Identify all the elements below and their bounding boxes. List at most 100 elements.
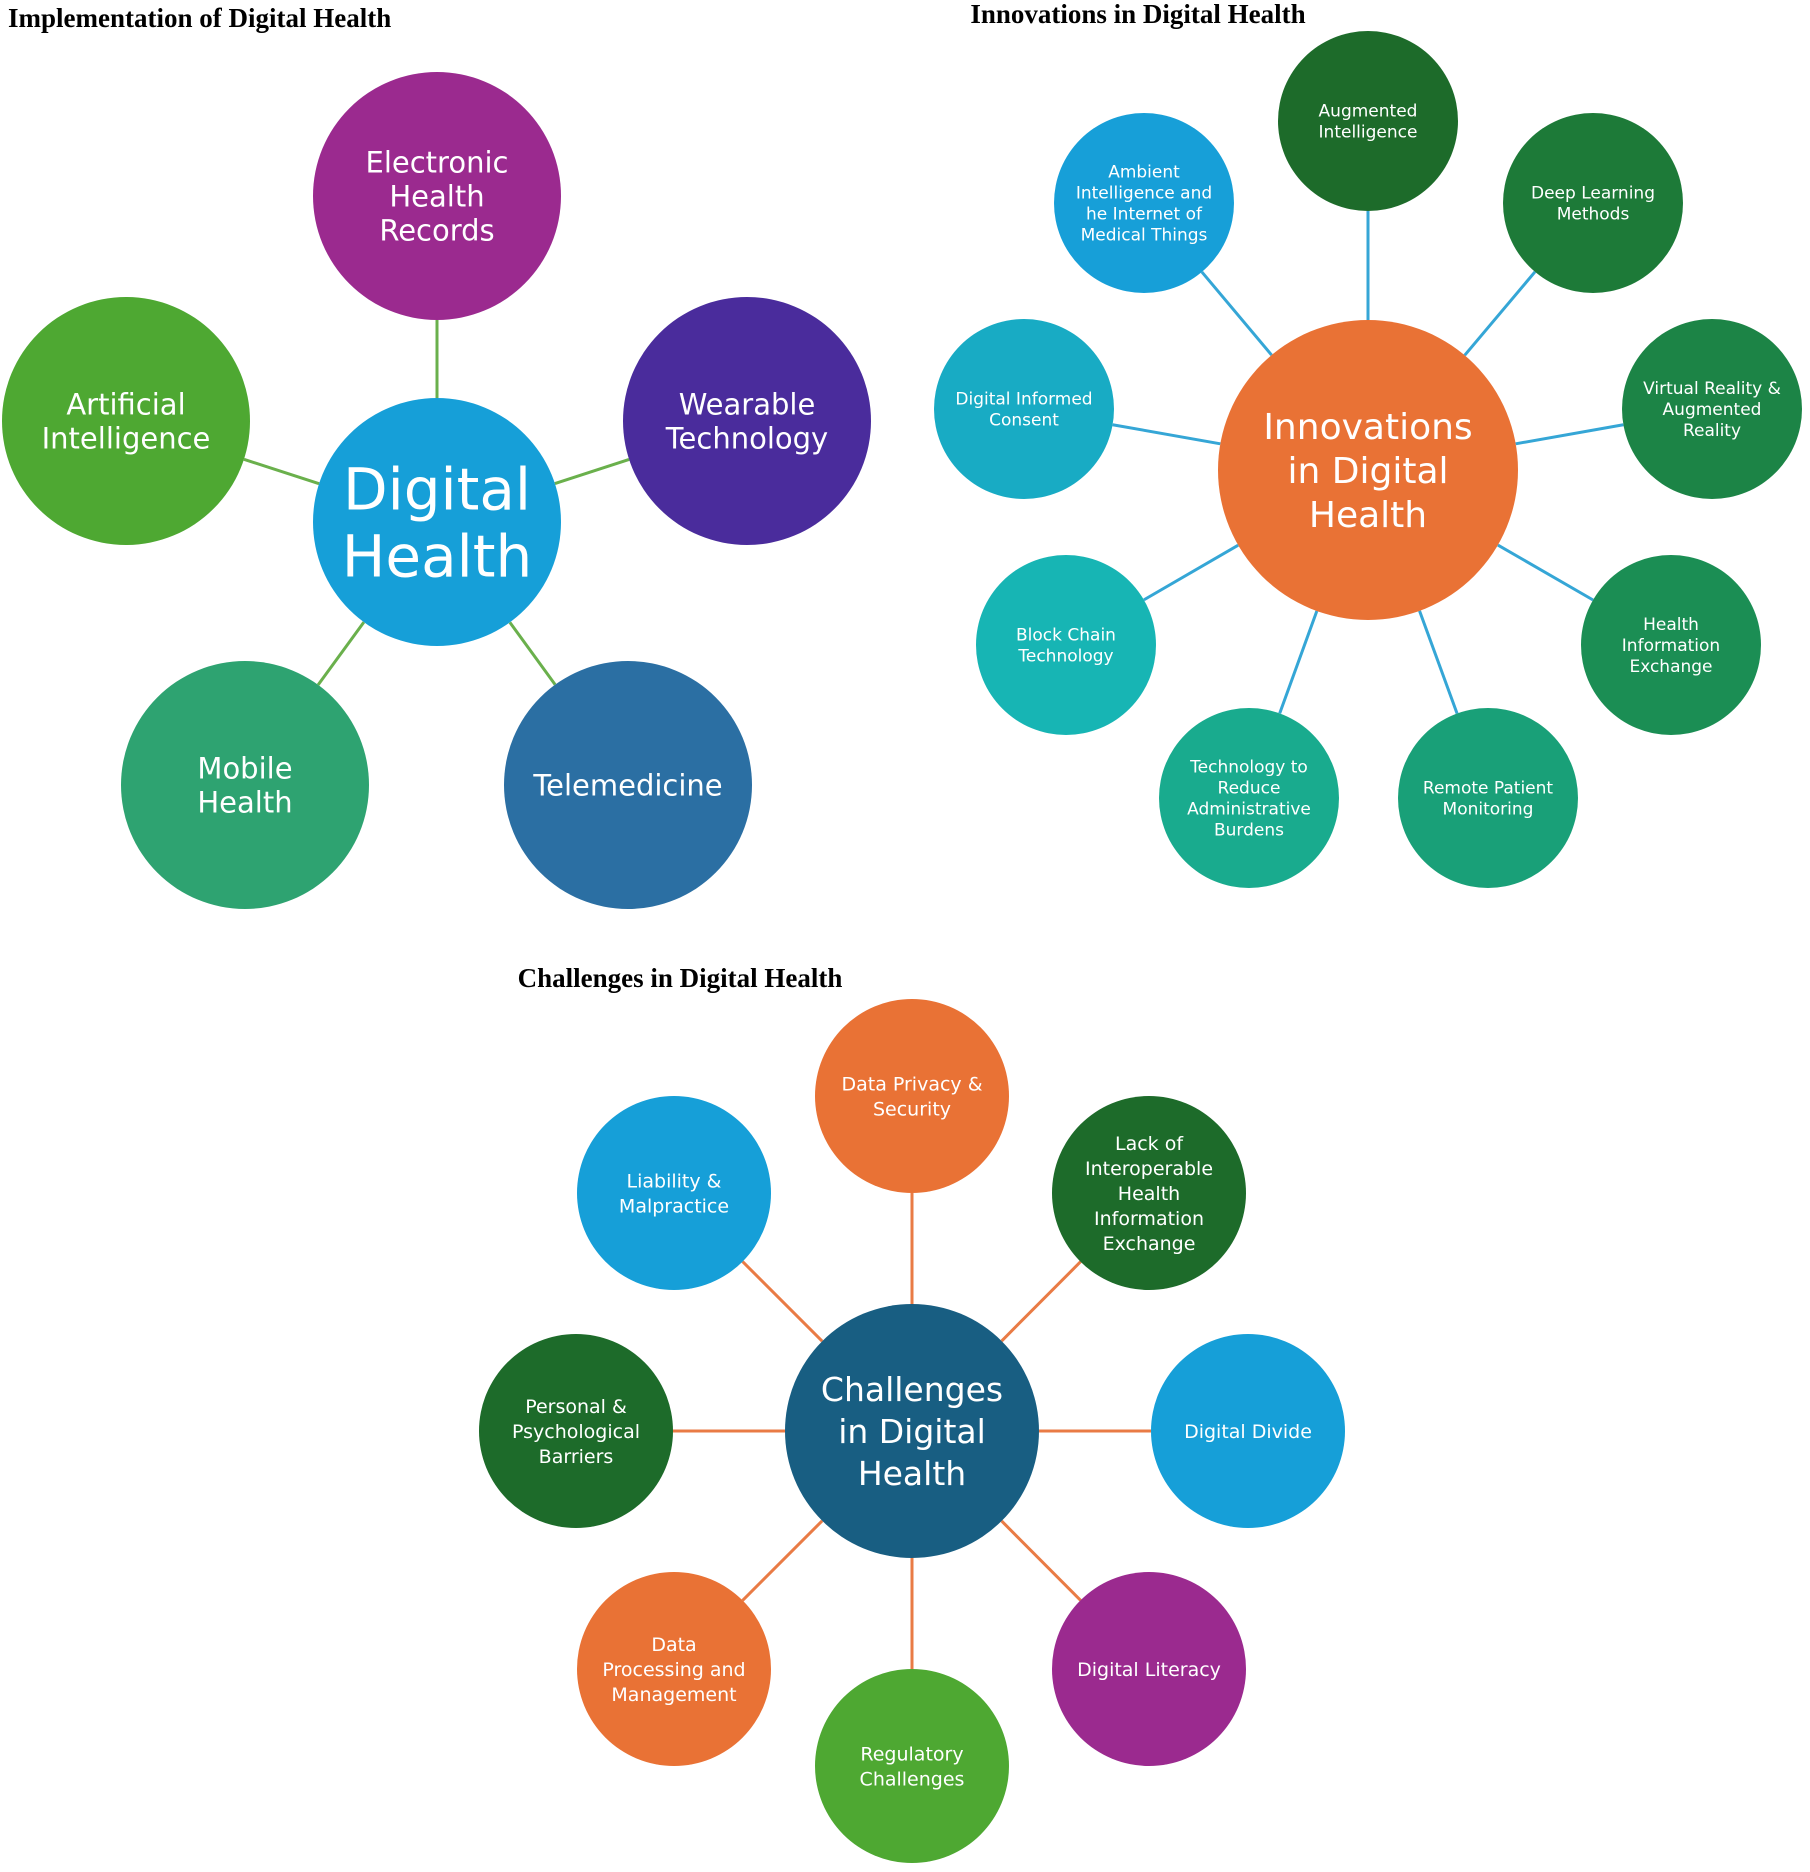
node-augmented-intelligence	[1278, 31, 1458, 211]
node-artificial-intelligence-label-line: Intelligence	[42, 421, 211, 455]
node-telemedicine-label-line: Telemedicine	[532, 768, 722, 802]
node-lack-of-interoperable-health-information-exchange-label-line: Health	[1118, 1183, 1180, 1205]
node-remote-patient-monitoring-label-line: Remote Patient	[1423, 779, 1554, 799]
node-regulatory-challenges	[815, 1669, 1009, 1863]
node-liability-and-malpractice-label: Liability &Malpractice	[619, 1170, 729, 1217]
node-data-processing-and-management-label-line: Processing and	[602, 1659, 745, 1681]
node-wearable-technology-label-line: Wearable	[679, 387, 816, 421]
node-digital-divide	[1151, 1334, 1345, 1528]
node-digital-literacy-label-line: Digital Literacy	[1077, 1659, 1221, 1681]
node-ambient-intelligence-and-he-internet-of-medical-things-label-line: he Internet of	[1086, 205, 1203, 225]
node-electronic-health-records	[313, 72, 561, 320]
node-telemedicine	[504, 661, 752, 909]
node-lack-of-interoperable-health-information-exchange-label-line: Interoperable	[1085, 1158, 1213, 1180]
innovations-section-title: Innovations in Digital Health	[970, 0, 1305, 29]
innovations-diagram: Innovations in Digital HealthInnovations…	[934, 0, 1802, 888]
node-deep-learning-methods-label-line: Deep Learning	[1531, 184, 1655, 204]
connector-telemedicine	[508, 621, 557, 686]
node-digital-informed-consent	[934, 319, 1114, 499]
node-virtual-reality-and-augmented-reality	[1622, 319, 1802, 499]
node-regulatory-challenges-label-line: Regulatory	[860, 1743, 963, 1765]
challenges-section-title: Challenges in Digital Health	[518, 963, 843, 993]
node-ambient-intelligence-and-he-internet-of-medical-things	[1054, 113, 1234, 293]
connector-block-chain-technology	[1143, 543, 1239, 602]
node-mobile-health-label-line: Health	[197, 785, 292, 819]
node-data-privacy-and-security-label-line: Security	[873, 1098, 951, 1120]
node-personal-and-psychological-barriers-label-line: Personal &	[525, 1396, 627, 1418]
node-regulatory-challenges-label-line: Challenges	[860, 1768, 965, 1790]
node-digital-divide-label: Digital Divide	[1184, 1421, 1312, 1443]
node-digital-literacy	[1052, 1572, 1246, 1766]
connector-lack-of-interoperable-health-information-exchange	[1000, 1260, 1082, 1343]
node-virtual-reality-and-augmented-reality-label-line: Virtual Reality &	[1643, 379, 1781, 399]
node-technology-to-reduce-administrative-burdens-label-line: Administrative	[1187, 800, 1311, 820]
node-remote-patient-monitoring	[1398, 708, 1578, 888]
connector-data-processing-and-management	[741, 1519, 824, 1602]
innovations-center-label-line: Health	[1309, 495, 1427, 536]
node-lack-of-interoperable-health-information-exchange-label-line: Information	[1094, 1208, 1204, 1230]
connector-remote-patient-monitoring	[1418, 610, 1459, 714]
node-technology-to-reduce-administrative-burdens-label-line: Technology to	[1189, 758, 1308, 778]
challenges-center-label-line: in Digital	[838, 1412, 986, 1451]
node-technology-to-reduce-administrative-burdens-label-line: Burdens	[1214, 821, 1284, 841]
connector-digital-informed-consent	[1112, 423, 1221, 446]
node-health-information-exchange-label-line: Exchange	[1629, 657, 1712, 677]
node-personal-and-psychological-barriers-label-line: Psychological	[512, 1421, 640, 1443]
node-electronic-health-records-label-line: Health	[389, 179, 484, 213]
implementation-center-label-line: Health	[342, 522, 532, 590]
node-data-privacy-and-security	[815, 999, 1009, 1193]
challenges-center-node	[785, 1304, 1039, 1558]
node-artificial-intelligence	[2, 297, 250, 545]
node-wearable-technology-label-line: Technology	[665, 421, 828, 455]
connector-mobile-health	[316, 621, 366, 686]
node-technology-to-reduce-administrative-burdens	[1159, 708, 1339, 888]
connector-technology-to-reduce-administrative-burdens	[1278, 610, 1319, 714]
node-data-processing-and-management	[577, 1572, 771, 1766]
node-digital-literacy-label: Digital Literacy	[1077, 1659, 1221, 1681]
node-wearable-technology	[623, 297, 871, 545]
node-digital-informed-consent-label-line: Consent	[989, 411, 1059, 431]
node-ambient-intelligence-and-he-internet-of-medical-things-label-line: Medical Things	[1081, 226, 1208, 246]
node-data-privacy-and-security-label-line: Data Privacy &	[841, 1073, 982, 1095]
implementation-section-title: Implementation of Digital Health	[8, 3, 391, 33]
node-augmented-intelligence-label-line: Intelligence	[1319, 123, 1418, 143]
node-block-chain-technology	[976, 555, 1156, 735]
node-technology-to-reduce-administrative-burdens-label-line: Reduce	[1218, 779, 1281, 799]
node-artificial-intelligence-label-line: Artificial	[66, 387, 185, 421]
node-electronic-health-records-label-line: Electronic	[366, 145, 509, 179]
node-block-chain-technology-label-line: Technology	[1017, 647, 1113, 667]
connector-liability-and-malpractice	[741, 1260, 824, 1343]
node-data-privacy-and-security-label: Data Privacy & Security	[841, 1073, 982, 1120]
implementation-center-node	[313, 398, 561, 646]
node-mobile-health-label-line: Mobile	[197, 751, 292, 785]
node-liability-and-malpractice-label-line: Malpractice	[619, 1195, 729, 1217]
node-digital-divide-label-line: Digital Divide	[1184, 1421, 1312, 1443]
node-deep-learning-methods-label-line: Methods	[1557, 205, 1630, 225]
node-deep-learning-methods	[1503, 113, 1683, 293]
innovations-center-label-line: in Digital	[1287, 451, 1448, 492]
node-block-chain-technology-label-line: Block Chain	[1016, 626, 1116, 646]
node-health-information-exchange-label-line: Information	[1622, 636, 1720, 656]
challenges-center-label-line: Health	[858, 1454, 966, 1493]
node-personal-and-psychological-barriers-label-line: Barriers	[539, 1446, 614, 1468]
innovations-center-label-line: Innovations	[1263, 407, 1472, 448]
node-lack-of-interoperable-health-information-exchange-label-line: Lack of	[1115, 1133, 1184, 1155]
node-lack-of-interoperable-health-information-exchange	[1052, 1096, 1246, 1290]
node-health-information-exchange-label-line: Health	[1643, 615, 1699, 635]
